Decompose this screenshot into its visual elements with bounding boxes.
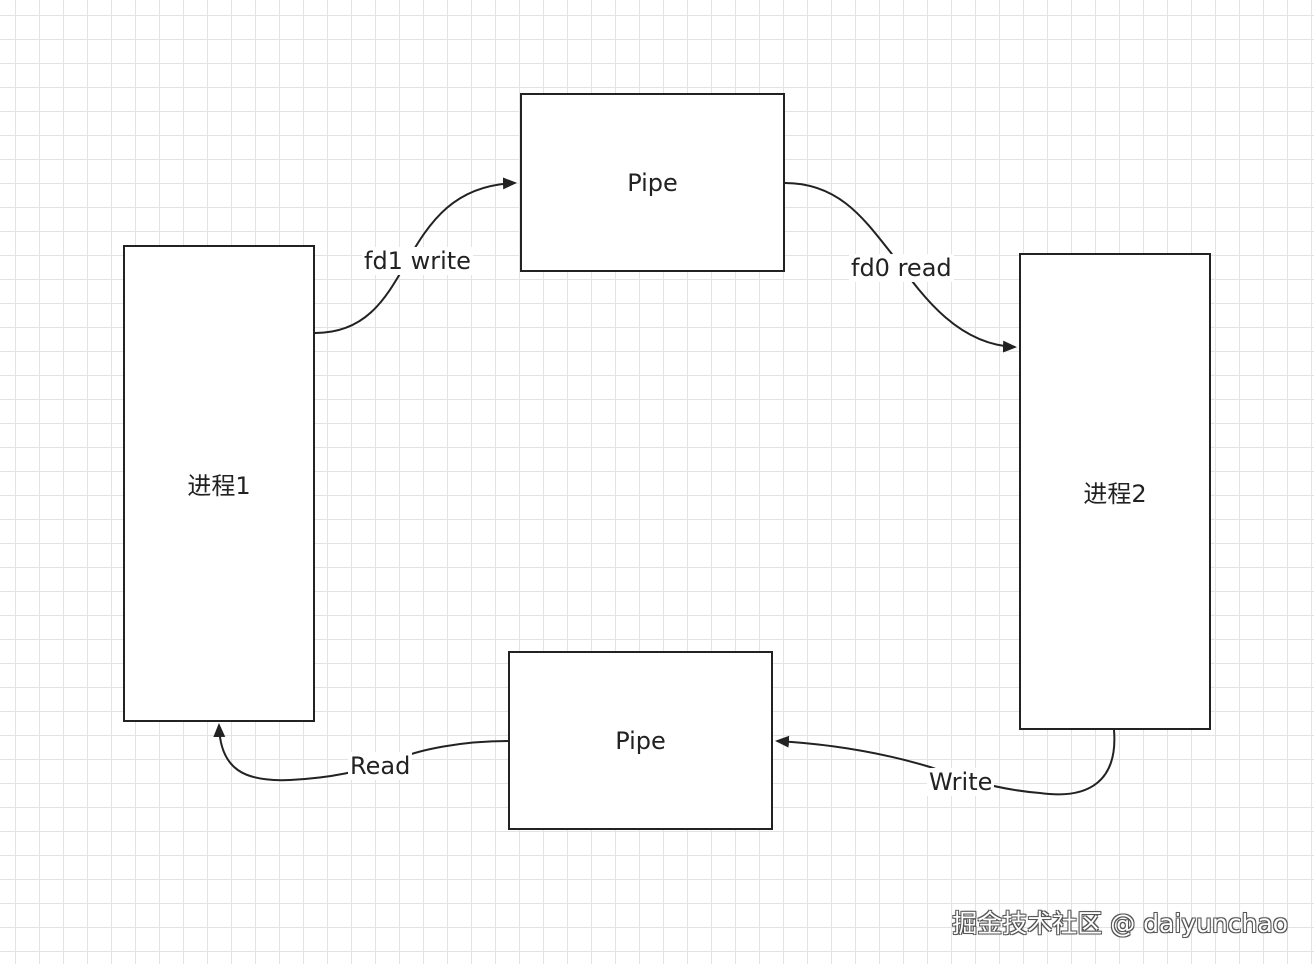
edge-pipe-bottom-to-p1	[213, 723, 509, 782]
edge-label-fd1-write: fd1 write	[362, 247, 473, 275]
process2-node: 进程2	[1019, 253, 1211, 730]
process2-label: 进程2	[1083, 480, 1147, 508]
edge-label-fd0-read: fd0 read	[849, 254, 954, 282]
pipe-top-node: Pipe	[520, 93, 785, 272]
watermark: 掘金技术社区 @ daiyunchao	[952, 909, 1288, 938]
pipe-top-label: Pipe	[627, 168, 678, 197]
pipe-bottom-node: Pipe	[508, 651, 773, 830]
process1-node: 进程1	[123, 245, 315, 722]
edge-label-write: Write	[927, 768, 995, 796]
edge-label-read: Read	[348, 752, 413, 780]
process1-label: 进程1	[187, 472, 251, 500]
pipe-bottom-label: Pipe	[615, 726, 666, 755]
